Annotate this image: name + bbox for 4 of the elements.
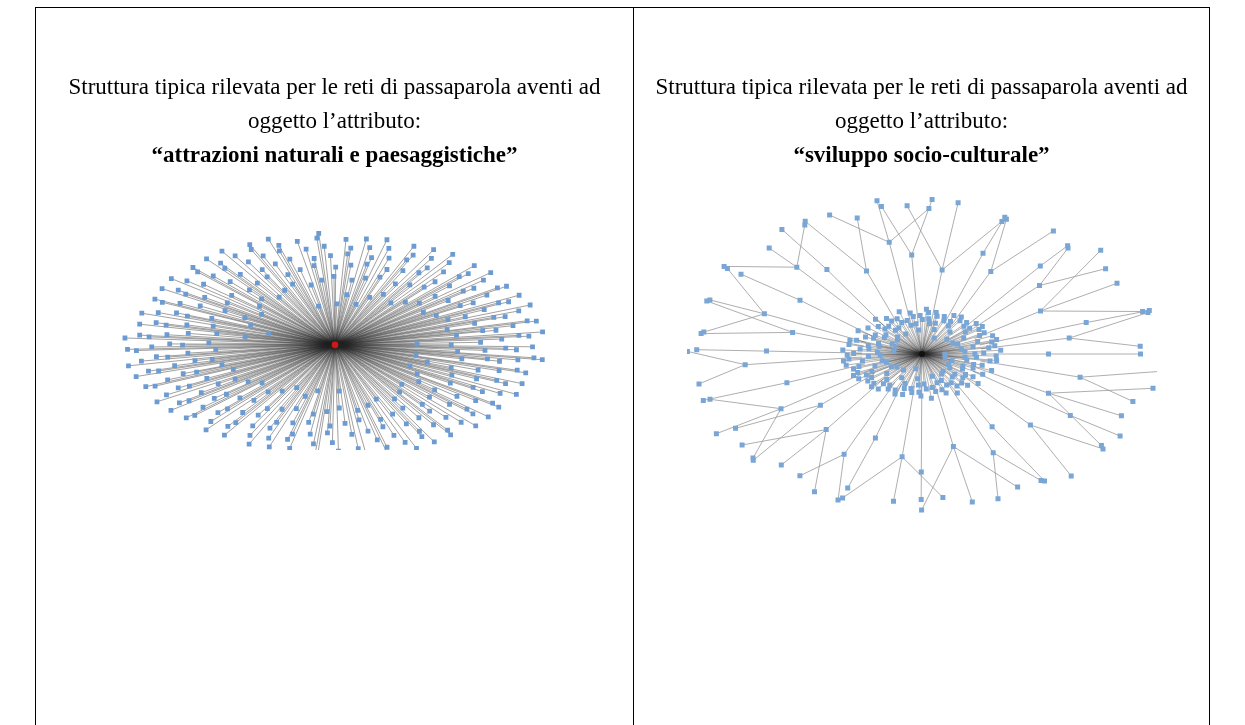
cell-description: Struttura tipica rilevata per le reti di passaparola aventi ad oggetto l’attributo: [654, 73, 1189, 135]
attribute-title: “sviluppo socio-culturale” [792, 141, 1051, 169]
cell-description: Struttura tipica rilevata per le reti di passaparola aventi ad oggetto l’attributo: [67, 73, 602, 135]
attribute-title: “attrazioni naturali e paesaggistiche” [150, 141, 519, 169]
